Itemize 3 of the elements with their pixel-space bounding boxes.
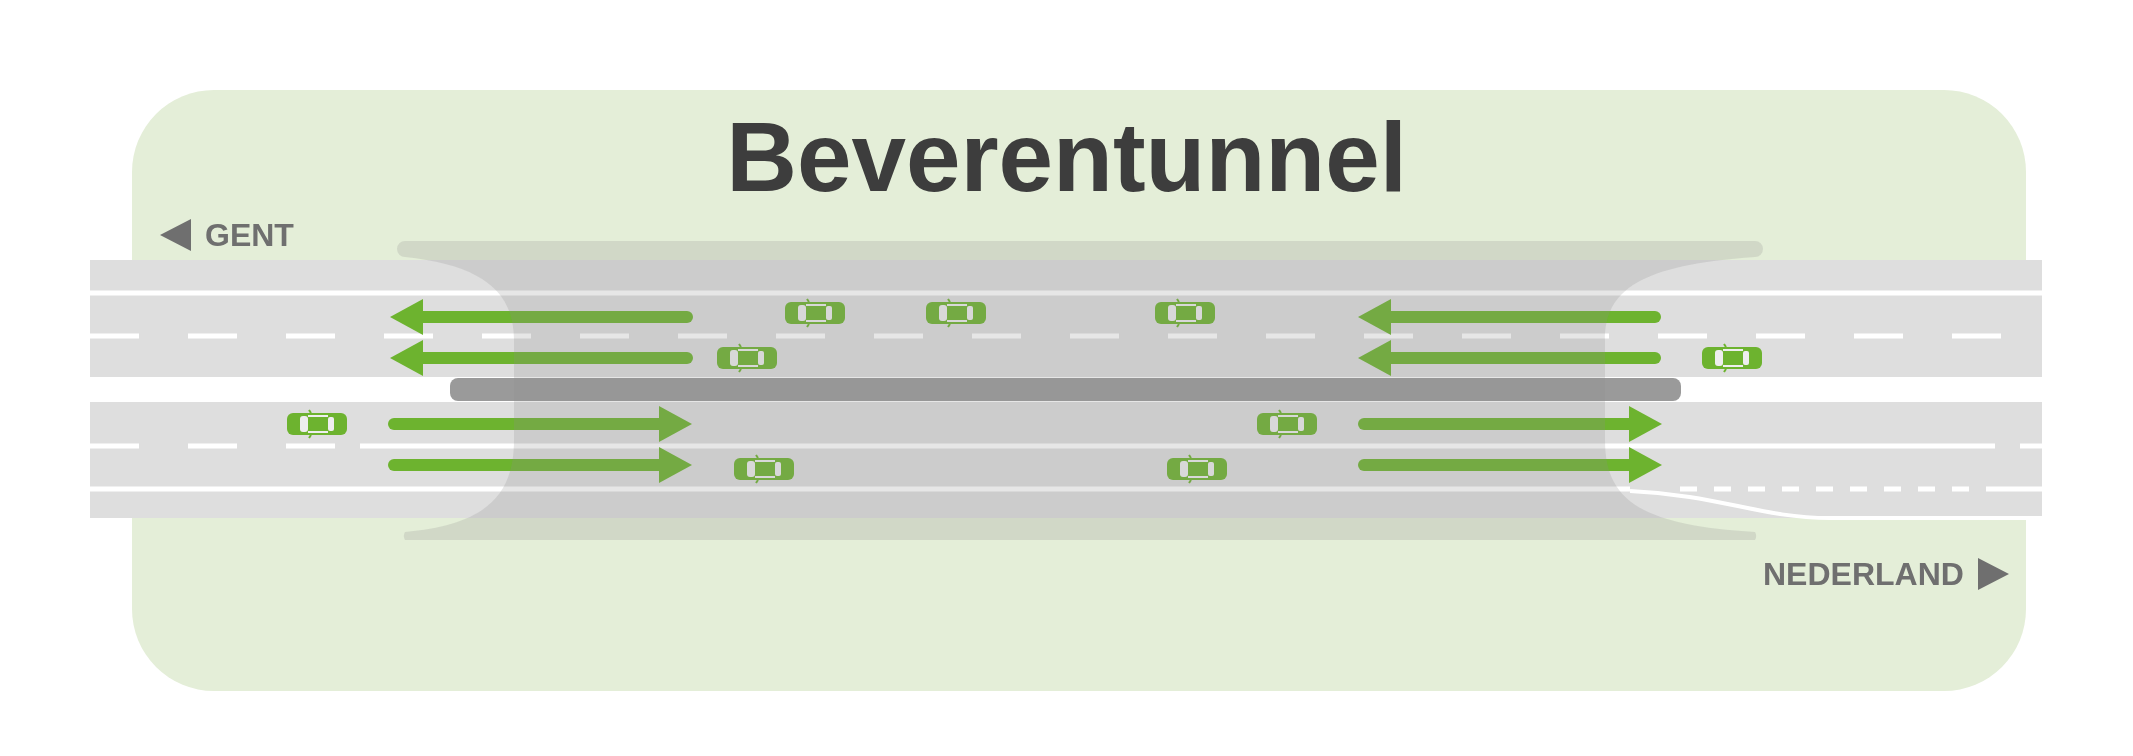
diagram-title: Beverentunnel — [726, 108, 1407, 206]
direction-label: GENT — [205, 219, 294, 251]
direction-label: NEDERLAND — [1763, 558, 1964, 590]
